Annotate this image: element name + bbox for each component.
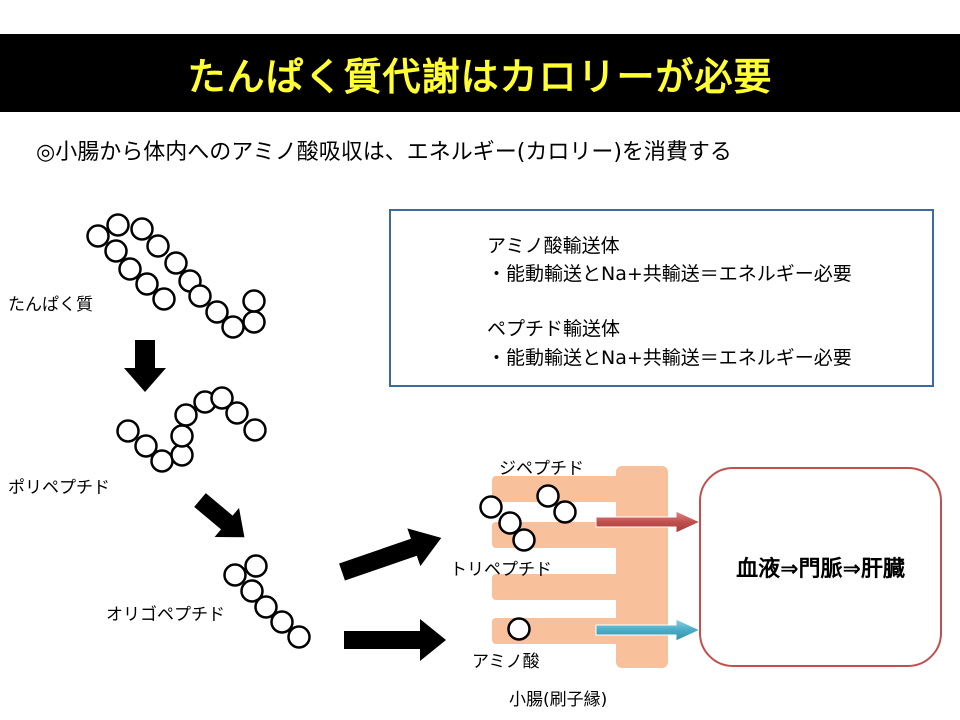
label-tripeptide: トリペプチド xyxy=(450,560,552,580)
polypeptide-residue xyxy=(134,434,158,458)
label-polypeptide: ポリペプチド xyxy=(8,478,110,498)
amino-residue xyxy=(507,617,531,641)
protein-residue xyxy=(242,289,266,313)
dipeptide-residue xyxy=(536,484,560,508)
polypeptide-residue xyxy=(225,401,249,425)
subtitle: ◎小腸から体内へのアミノ酸吸収は、エネルギー(カロリー)を消費する xyxy=(36,140,732,165)
polypeptide-residue xyxy=(170,424,194,448)
polypeptide-residue xyxy=(116,419,140,443)
protein-residue xyxy=(221,315,245,339)
intestine-wall xyxy=(616,466,668,668)
protein-residue xyxy=(152,287,176,311)
title-bar: たんぱく質代謝はカロリーが必要 xyxy=(0,34,960,112)
destination-text: 血液⇒門脈⇒肝臓 xyxy=(736,557,905,582)
residue-layer xyxy=(86,213,577,649)
oligopeptide-residue xyxy=(223,563,247,587)
flow-arrows xyxy=(124,340,446,661)
oligopeptide-residue xyxy=(240,579,264,603)
label-protein: たんぱく質 xyxy=(8,295,93,315)
label-oligopeptide: オリゴペプチド xyxy=(106,605,225,625)
protein-residue xyxy=(104,239,128,263)
legend-peptide-title: ペプチド輸送体 xyxy=(487,318,621,340)
down-arrow xyxy=(124,340,166,392)
protein-residue xyxy=(205,300,229,324)
dipeptide-residue xyxy=(553,500,577,524)
microvillus xyxy=(492,574,622,600)
polypeptide-residue xyxy=(243,418,267,442)
tripeptide-residue xyxy=(498,511,522,535)
flow-arrow-amino xyxy=(344,619,446,661)
oligopeptide-residue xyxy=(244,554,268,578)
polypeptide-residue xyxy=(174,403,198,427)
oligopeptide-residue xyxy=(287,625,311,649)
legend-peptide-detail: ・能動輸送とNa+共輸送＝エネルギー必要 xyxy=(487,347,852,369)
legend-amino-title: アミノ酸輸送体 xyxy=(487,235,620,257)
protein-residue xyxy=(242,310,266,334)
amino-transport-arrow xyxy=(595,618,702,642)
legend-amino-detail: ・能動輸送とNa+共輸送＝エネルギー必要 xyxy=(487,263,852,285)
flow-arrow-peptides xyxy=(339,528,442,581)
polypeptide-residue xyxy=(210,386,234,410)
protein-residue xyxy=(86,224,110,248)
protein-residue xyxy=(130,217,154,241)
label-amino-acid: アミノ酸 xyxy=(472,652,540,672)
oligopeptide-residue xyxy=(254,595,278,619)
label-small-intestine: 小腸(刷子縁) xyxy=(509,690,608,710)
tripeptide-residue xyxy=(512,528,536,552)
protein-residue xyxy=(164,251,188,275)
legend-box xyxy=(389,209,934,387)
protein-residue xyxy=(188,284,212,308)
tripeptide-residue xyxy=(479,495,503,519)
protein-residue xyxy=(135,272,159,296)
diagonal-arrow xyxy=(194,493,245,538)
protein-residue xyxy=(106,213,130,237)
protein-residue xyxy=(118,257,142,281)
blood-destination-box: 血液⇒門脈⇒肝臓 xyxy=(699,467,942,667)
page-title: たんぱく質代謝はカロリーが必要 xyxy=(187,54,773,99)
oligopeptide-residue xyxy=(270,610,294,634)
label-dipeptide: ジペプチド xyxy=(499,459,584,479)
protein-residue xyxy=(146,234,170,258)
polypeptide-residue xyxy=(150,449,174,473)
peptide-transport-arrow xyxy=(595,510,702,534)
